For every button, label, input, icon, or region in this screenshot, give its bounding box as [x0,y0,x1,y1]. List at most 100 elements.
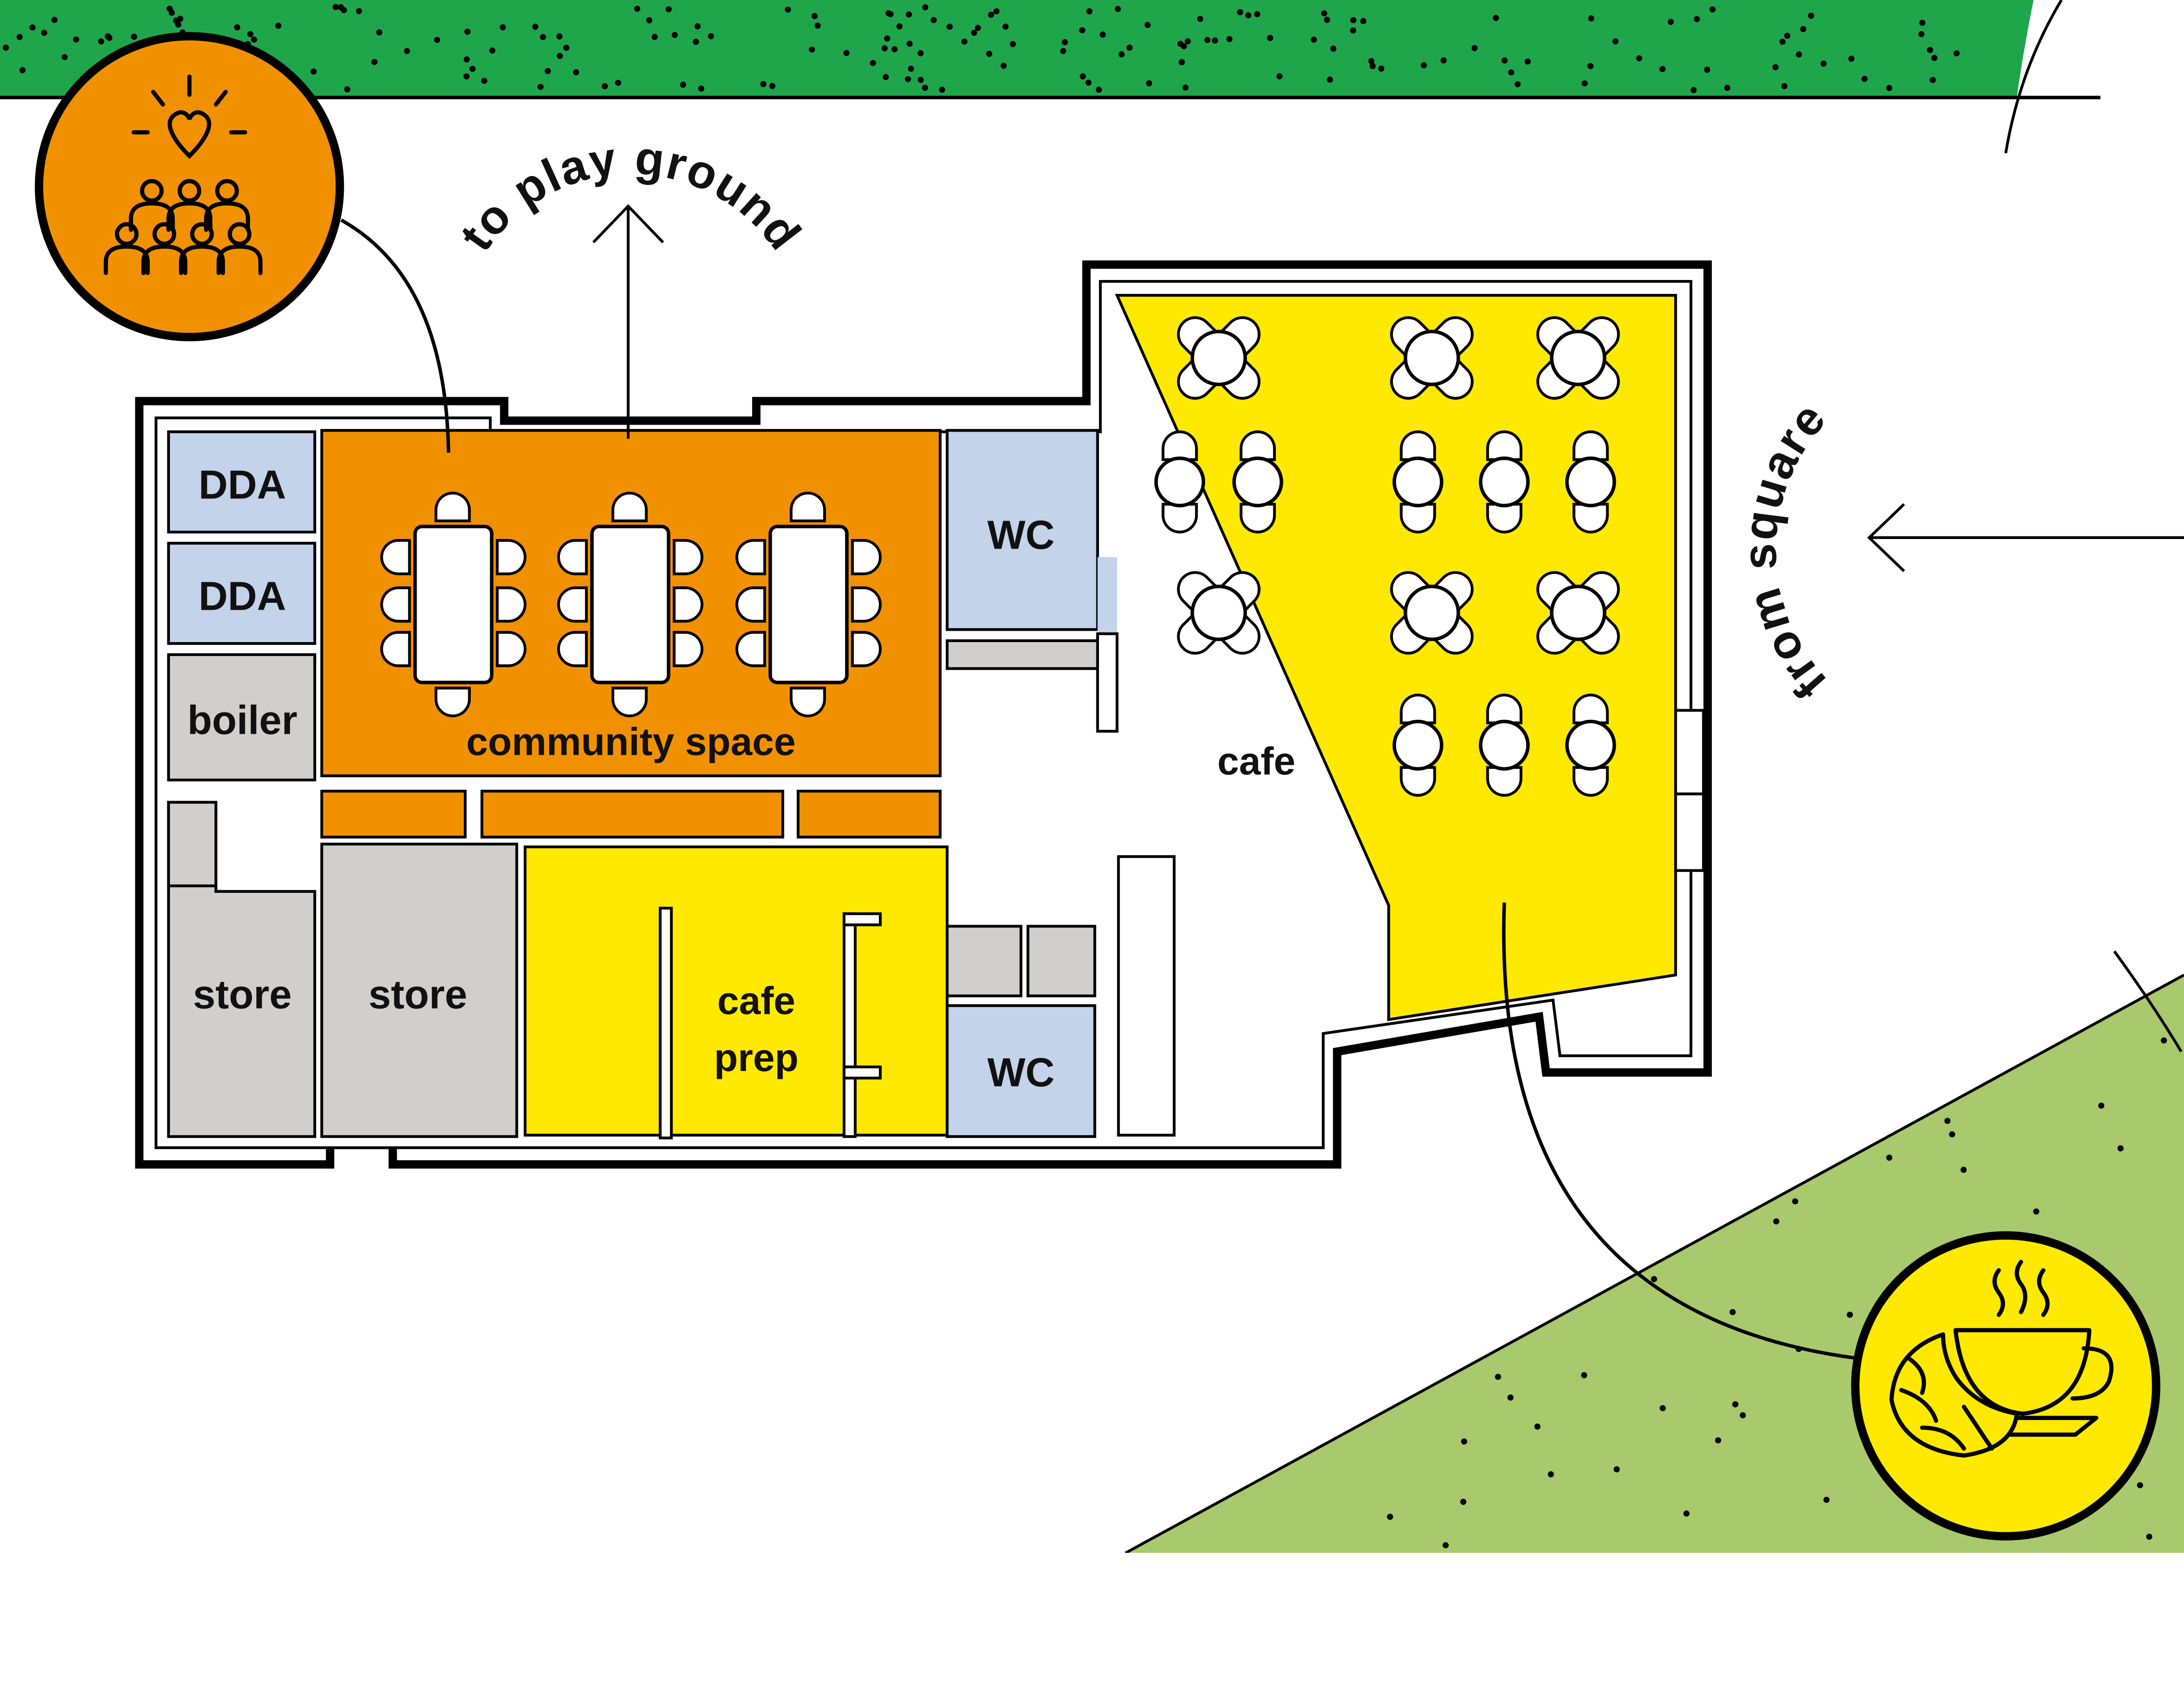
texture-dot [51,17,58,23]
texture-dot [1060,48,1066,54]
texture-dot [251,36,257,43]
round-table [1479,456,1530,508]
chair [790,491,826,522]
texture-dot [356,8,362,14]
texture-dot [651,34,658,40]
texture-dot [891,46,898,52]
cafe-icon [1851,1231,2160,1541]
texture-dot [1773,1218,1780,1225]
texture-dot [1724,85,1731,91]
chair-seat [1536,615,1576,655]
chair [1434,571,1474,611]
chair-seat [1536,360,1576,400]
texture-dot [1848,55,1855,62]
chair-seat [557,586,588,623]
chair [1400,694,1436,725]
chair-seat [1220,615,1261,655]
label-wc-top: WC [987,512,1054,557]
chair-seat [1240,430,1276,461]
chair [1161,503,1198,534]
texture-dot [809,46,815,53]
direction-from-square: from square [1733,392,2184,709]
texture-dot [881,45,888,52]
texture-dot [1588,15,1594,22]
texture-dot [1182,84,1189,91]
chair [735,539,766,575]
texture-dot [500,24,506,31]
texture-dot [1118,51,1125,58]
chair [1240,430,1276,461]
texture-dot [1061,39,1068,45]
room-store-2 [320,843,518,1138]
texture-dot [1127,45,1133,51]
chair-seat [1161,430,1198,461]
texture-dot [104,33,111,40]
room-wc-top [946,429,1099,631]
texture-dot [1276,73,1283,79]
chair-seat [1400,503,1436,534]
chair-seat [851,539,882,575]
label-community-space: community space [466,719,795,763]
texture-dot [1311,36,1317,43]
chair [1536,615,1576,655]
wc-cubicle [946,925,1023,998]
texture-dot [1254,11,1261,17]
chair [673,586,704,623]
texture-dot [1368,58,1375,64]
texture-dot [993,8,1000,14]
storage-strip [796,790,942,839]
chair [1434,360,1474,400]
texture-dot [2137,1482,2143,1489]
texture-dot [1360,18,1367,24]
chair [1580,615,1620,655]
connector-line [340,218,450,453]
storage-strip [320,790,467,839]
round-table [1403,329,1460,387]
texture-dot [1931,55,1938,61]
rooms [167,294,1705,1140]
chair-seat [851,631,882,667]
label-to-playground: to play ground [449,131,811,260]
round-table [1232,456,1283,508]
texture-dot [1886,1154,1893,1161]
person-head [152,222,176,246]
texture-dot [1800,26,1807,32]
chair [1400,766,1436,797]
texture-dot [1471,45,1478,52]
round-table [1190,329,1247,387]
svg-text:to play ground: to play ground [449,131,812,260]
texture-dot [1581,80,1588,86]
chair-seat [611,491,648,522]
chair-seat [1580,615,1620,655]
texture-dot [887,11,894,17]
texture-dot [1548,1471,1554,1478]
chair [557,586,588,623]
texture-dot [463,56,470,63]
texture-dot [1226,36,1233,42]
label-dda-2: DDA [199,574,286,619]
chair-seat [1572,503,1609,534]
texture-dot [1144,22,1151,28]
texture-dot [634,6,640,12]
texture-dot [1820,60,1827,67]
texture-dot [1796,51,1802,58]
texture-dot [545,68,551,74]
texture-dot [481,78,487,84]
chair-seat [1390,615,1430,655]
chair [434,491,471,522]
chair [1434,316,1474,356]
chair [1486,766,1523,797]
chair [1486,430,1523,461]
texture-dot [489,47,496,54]
texture-dot [563,45,570,51]
chair-seat [1572,430,1609,461]
texture-dot [1612,38,1619,45]
texture-dot [19,67,26,73]
texture-dot [1197,16,1203,22]
texture-dot [41,30,48,36]
chair-seat [1486,503,1523,534]
chair [1536,360,1576,400]
chair-seat [1486,694,1523,725]
chair-seat [496,586,527,623]
texture-dot [1369,63,1376,69]
